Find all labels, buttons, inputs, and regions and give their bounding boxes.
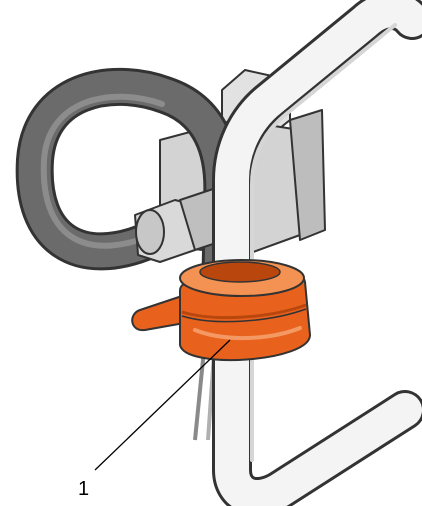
callout-number-1: 1: [78, 478, 89, 500]
velcro-cable-strap: [132, 260, 310, 360]
